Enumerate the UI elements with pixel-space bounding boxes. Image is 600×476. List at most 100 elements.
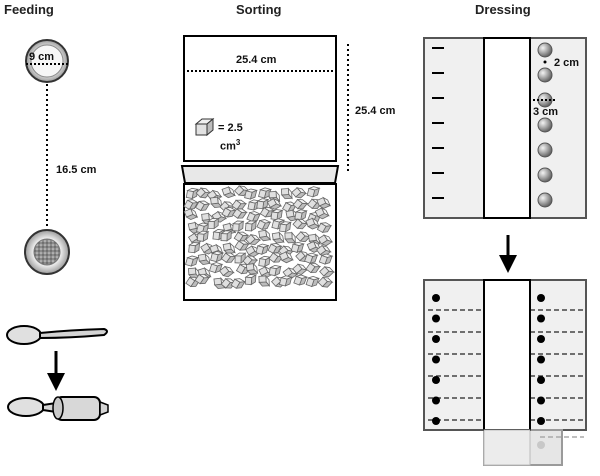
cube	[245, 262, 259, 275]
cube	[316, 244, 332, 257]
cube-unit: cm	[220, 140, 236, 153]
cube	[256, 198, 270, 210]
feeding-panel	[6, 39, 109, 421]
cube	[278, 251, 294, 264]
button-dot-right	[537, 396, 545, 405]
button-dot-right	[537, 294, 545, 302]
divider-band	[180, 165, 340, 184]
cube	[195, 200, 211, 212]
button	[537, 117, 553, 133]
cube	[316, 196, 332, 209]
dressing-panel	[423, 37, 587, 466]
button	[537, 42, 553, 58]
cube	[268, 265, 283, 277]
button-dot-right	[537, 314, 545, 323]
cube	[267, 243, 283, 254]
button-dot-right	[537, 376, 545, 384]
cube	[231, 220, 245, 232]
button-dot-right	[537, 335, 545, 343]
button-dot-left	[432, 335, 440, 343]
cube	[210, 251, 224, 263]
cube	[319, 266, 335, 278]
cube-unit-exponent: 3	[235, 138, 241, 147]
dressing-title: Dressing	[475, 2, 531, 17]
button-dot-left	[432, 396, 440, 405]
cube	[209, 262, 224, 274]
cube	[255, 243, 270, 255]
cube	[266, 197, 282, 210]
cube	[244, 220, 258, 232]
cube	[245, 234, 262, 246]
cube	[292, 263, 308, 275]
cube	[279, 221, 292, 233]
cube	[185, 187, 200, 200]
cube	[316, 222, 333, 233]
cube	[314, 207, 330, 220]
cube	[245, 245, 261, 258]
cube	[278, 275, 293, 287]
board-width-label: 25.4 cm	[236, 54, 277, 66]
faded-button	[537, 441, 545, 449]
food-portion	[33, 238, 61, 266]
cube	[304, 252, 319, 264]
cube	[317, 234, 334, 247]
cube	[197, 252, 211, 266]
cube	[207, 217, 220, 230]
cube	[244, 188, 258, 200]
cube	[306, 186, 321, 198]
button-dot-right	[537, 355, 545, 364]
cube	[317, 276, 334, 288]
cube	[305, 217, 320, 230]
cube	[196, 230, 210, 243]
cube-volume-label: = 2.5	[218, 122, 243, 134]
button	[537, 167, 553, 183]
board-placket-top	[483, 37, 531, 219]
cube	[246, 211, 262, 223]
button	[537, 192, 553, 208]
feeding-title: Feeding	[4, 2, 54, 17]
cube	[231, 199, 248, 210]
sorting-board	[183, 35, 337, 162]
cube	[256, 219, 272, 230]
cube	[305, 262, 322, 274]
button-dot-left	[432, 294, 440, 302]
cube	[221, 206, 237, 218]
cube	[318, 253, 334, 265]
cube	[306, 240, 322, 253]
plate-distance-label: 16.5 cm	[56, 164, 97, 176]
cube	[244, 274, 258, 286]
cube	[258, 229, 272, 242]
cube	[258, 274, 271, 287]
button-spacing-label: 2 cm	[554, 57, 580, 69]
cube	[258, 255, 272, 268]
cube	[292, 198, 309, 210]
plate-diameter-label: 9 cm	[29, 51, 55, 63]
button-dot-right	[537, 417, 545, 425]
cube	[230, 278, 247, 289]
cube	[188, 242, 201, 254]
adapted-spoon-icon	[7, 396, 109, 421]
cube	[219, 265, 235, 278]
cube	[280, 187, 293, 200]
cube	[232, 208, 248, 219]
cube-unit-label: cm3	[220, 138, 240, 153]
button-diameter-label: 3 cm	[533, 106, 559, 118]
cube-pile	[183, 185, 335, 290]
fastened-buttons	[432, 294, 545, 425]
cube	[290, 241, 305, 254]
button-dot-left	[432, 417, 440, 425]
button-dot-left	[432, 376, 440, 384]
cube	[184, 255, 200, 267]
cube	[194, 273, 211, 285]
cube-icon	[194, 117, 215, 137]
board-placket-bottom	[483, 279, 531, 431]
cube	[271, 231, 285, 244]
cube	[305, 275, 321, 288]
board-height-label: 25.4 cm	[355, 105, 396, 117]
cube	[183, 199, 199, 210]
cube	[270, 209, 284, 221]
button	[537, 142, 553, 158]
button-dot-left	[432, 355, 440, 364]
cube	[291, 187, 307, 199]
